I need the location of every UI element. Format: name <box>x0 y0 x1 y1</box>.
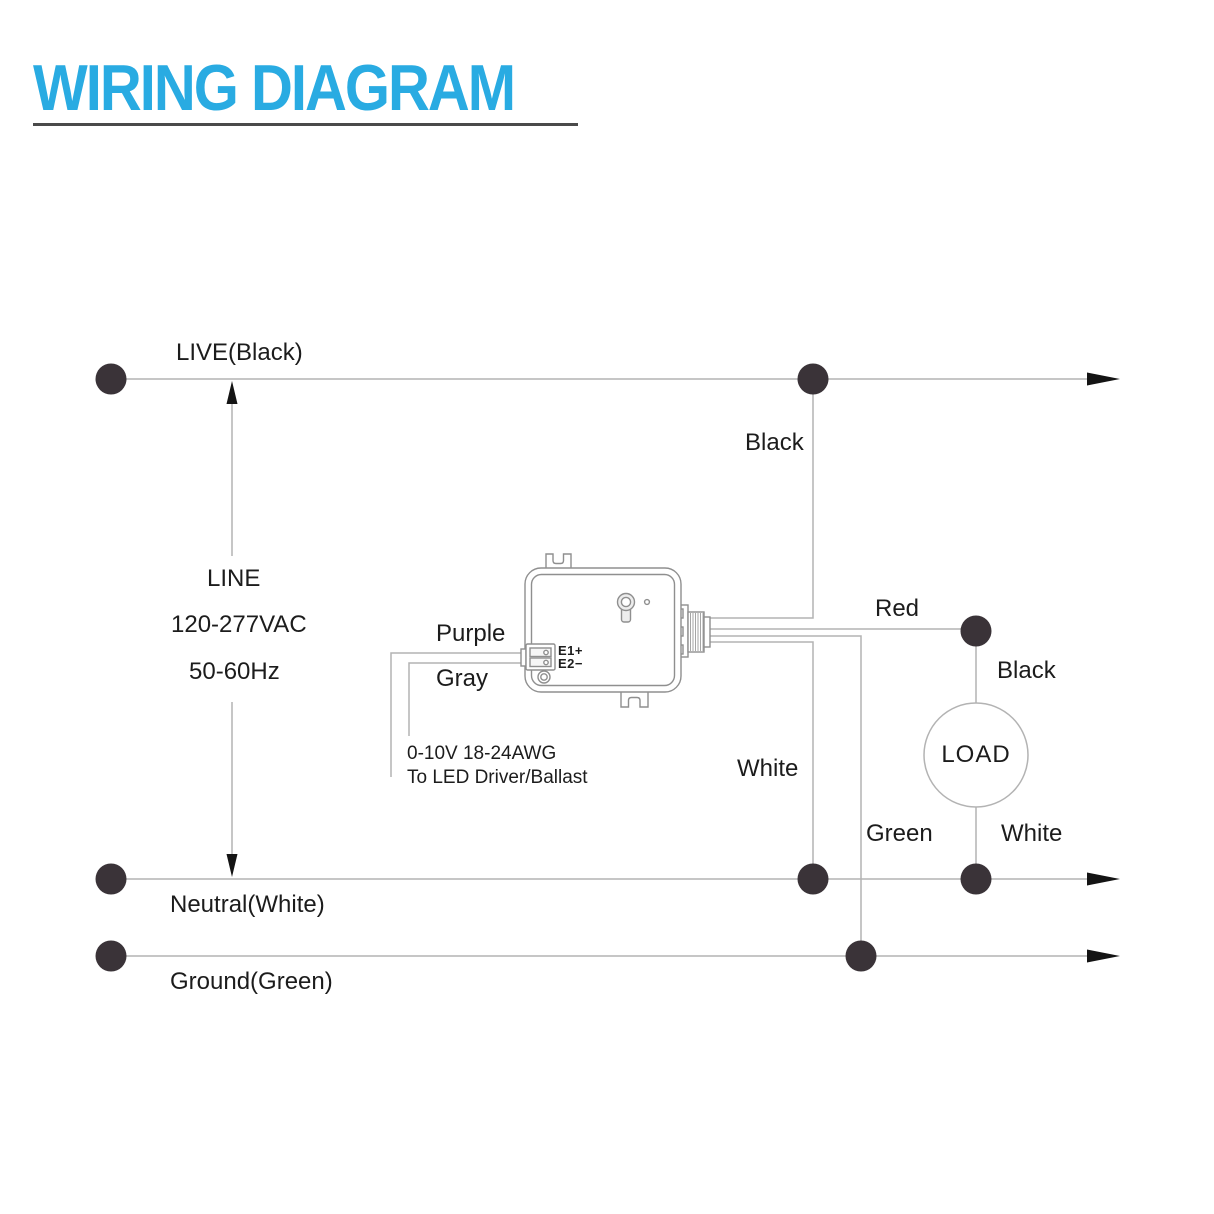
line-span-down-arrow-icon <box>226 854 238 877</box>
gray-label: Gray <box>436 665 489 692</box>
ground-left-junction-dot <box>95 940 127 972</box>
green-label: Green <box>866 820 933 847</box>
connector-left-tab <box>520 648 527 667</box>
neutral-load-junction-dot <box>960 863 992 895</box>
ground-green-junction-dot <box>845 940 877 972</box>
white-sensor-wire <box>710 641 814 879</box>
live-arrow-icon <box>1087 372 1120 386</box>
keyhole-hole <box>620 596 632 608</box>
indicator-dot <box>643 598 651 606</box>
red-black-junction-dot <box>960 615 992 647</box>
terminal-slot-e1 <box>529 647 552 658</box>
voltage-label: 120-277VAC <box>171 611 307 638</box>
sensor-box-inner <box>530 573 676 687</box>
control-wire-spec-label: 0-10V 18-24AWG <box>407 743 557 764</box>
nipple-end-cap <box>703 616 711 648</box>
live-black-junction-dot <box>797 363 829 395</box>
neutral-arrow-icon <box>1087 872 1120 886</box>
black-top-label: Black <box>745 429 804 456</box>
green-sensor-wire <box>710 635 862 956</box>
purple-dim-wire <box>390 652 523 777</box>
control-wire-dest-label: To LED Driver/Ballast <box>407 767 588 788</box>
line-label: LINE <box>207 565 261 592</box>
title-underline <box>33 123 578 126</box>
neutral-left-junction-dot <box>95 863 127 895</box>
black-sensor-wire <box>710 379 814 619</box>
terminal-screw-e2 <box>543 659 549 666</box>
sensor-device <box>520 553 711 708</box>
line-span-up-arrow-icon <box>226 381 238 404</box>
neutral-white-junction-dot <box>797 863 829 895</box>
black-load-label: Black <box>997 657 1056 684</box>
terminal-e1-label: E1+ <box>558 643 583 658</box>
terminal-e2-label: E2− <box>558 656 583 671</box>
load-circle <box>923 702 1029 808</box>
sensor-top-mount-tab <box>545 553 572 570</box>
live-label: LIVE(Black) <box>176 339 303 366</box>
gray-dim-wire <box>408 662 523 736</box>
ground-arrow-icon <box>1087 949 1120 963</box>
red-label: Red <box>875 595 920 622</box>
purple-label: Purple <box>436 620 506 647</box>
load-label: LOAD <box>941 741 1011 768</box>
white-load-label: White <box>1001 820 1063 847</box>
mount-screw-inner <box>540 673 548 681</box>
page-title: WIRING DIAGRAM <box>33 51 516 125</box>
live-left-junction-dot <box>95 363 127 395</box>
sensor-bottom-mount-tab <box>620 690 649 708</box>
ground-label: Ground(Green) <box>170 968 333 995</box>
neutral-label: Neutral(White) <box>170 891 325 918</box>
frequency-label: 50-60Hz <box>189 658 280 685</box>
terminal-screw-e1 <box>543 649 549 656</box>
white-sensor-label: White <box>737 755 799 782</box>
terminal-slot-e2 <box>529 657 552 668</box>
